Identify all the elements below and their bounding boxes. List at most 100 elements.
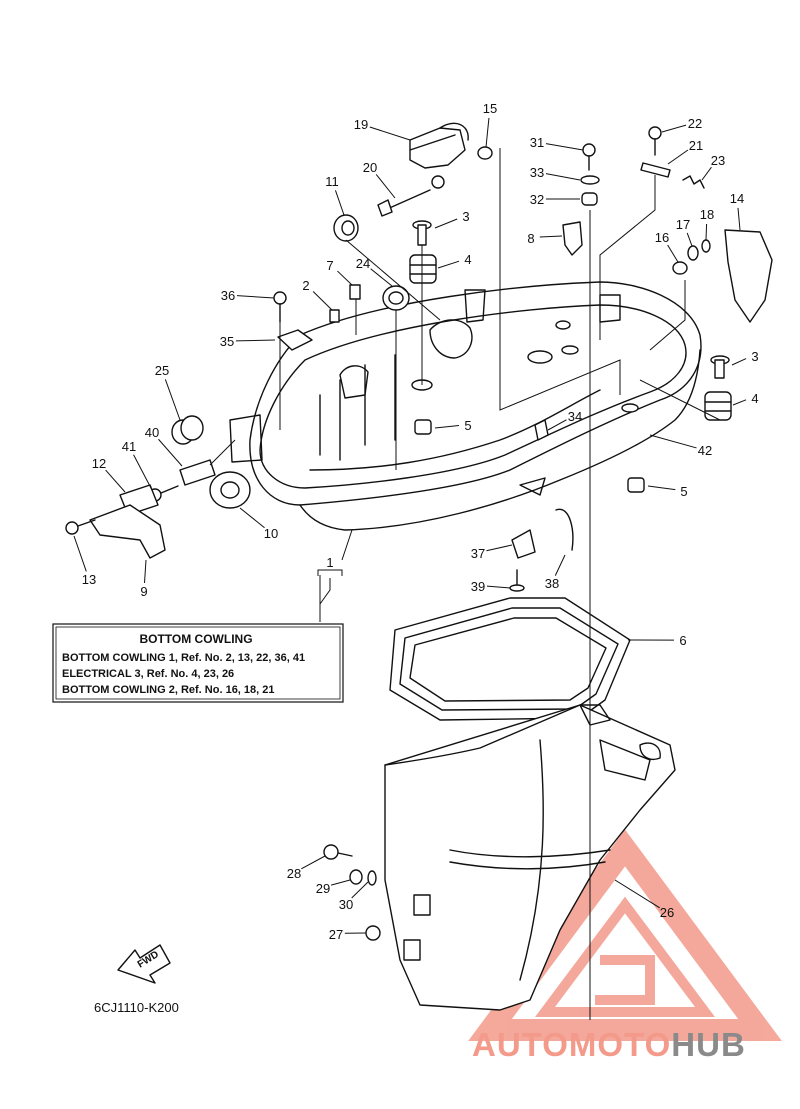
callout-leader-c21 <box>668 150 688 164</box>
collar-32-icon <box>582 193 597 205</box>
washer-29-icon <box>350 870 362 884</box>
spring-23-icon <box>683 176 704 188</box>
callout-label-c25: 25 <box>155 363 169 378</box>
callout-label-c5a: 5 <box>464 418 471 433</box>
callout-label-c28: 28 <box>287 866 301 881</box>
callout-leader-c37 <box>486 545 512 551</box>
callout-leader-c8 <box>540 236 562 237</box>
legend-title: BOTTOM COWLING <box>139 632 252 646</box>
callout-label-c32: 32 <box>530 192 544 207</box>
mount-4b-icon <box>705 392 731 420</box>
callout-leader-c38 <box>555 555 565 576</box>
lever-14-icon <box>725 230 772 322</box>
callout-leader-c28 <box>301 856 325 869</box>
plate-40-icon <box>180 460 215 485</box>
callout-leader-c15 <box>486 118 489 147</box>
bracket-19-part <box>410 123 468 168</box>
callout-leader-c19 <box>370 127 410 140</box>
callout-label-c3a: 3 <box>462 209 469 224</box>
callout-label-c12: 12 <box>92 456 106 471</box>
callout-label-c21: 21 <box>689 138 703 153</box>
legend-line-2: ELECTRICAL 3, Ref. No. 4, 23, 26 <box>62 668 234 680</box>
callout-label-c35: 35 <box>220 334 234 349</box>
bracket-9-icon <box>90 505 165 558</box>
callout-label-c23: 23 <box>711 153 725 168</box>
fitting-2-icon <box>330 310 339 322</box>
callout-leader-c11 <box>335 190 344 215</box>
callout-label-c41: 41 <box>122 439 136 454</box>
grommet-11-icon <box>334 215 358 241</box>
callout-leader-c39 <box>487 586 510 588</box>
callout-leader-c23 <box>702 167 711 180</box>
callout-leader-c7 <box>337 271 352 285</box>
fwd-arrow-icon: FWD <box>118 945 170 983</box>
callout-label-c22: 22 <box>688 116 702 131</box>
callout-label-c33: 33 <box>530 165 544 180</box>
callout-leader-c25 <box>165 379 180 420</box>
legend-line-3: BOTTOM COWLING 2, Ref. No. 16, 18, 21 <box>62 684 275 696</box>
callout-leader-c29 <box>331 880 350 885</box>
callout-label-c6: 6 <box>679 633 686 648</box>
collar-5b-icon <box>628 478 644 492</box>
screw-22-icon <box>649 127 661 155</box>
callout-leader-c3a <box>435 219 457 228</box>
callout-label-c18: 18 <box>700 207 714 222</box>
bolt-28-icon <box>324 845 352 859</box>
bolt-20-icon <box>378 176 444 216</box>
fitting-7-icon <box>350 285 360 299</box>
callout-label-c30: 30 <box>339 897 353 912</box>
callout-leader-c4a <box>438 261 459 268</box>
screw-36-icon <box>274 292 286 322</box>
callout-label-c38: 38 <box>545 576 559 591</box>
callout-leader-c4b <box>733 400 746 405</box>
ring-18-icon <box>702 240 710 252</box>
callout-leader-c16 <box>668 245 678 262</box>
callout-label-c36: 36 <box>221 288 235 303</box>
callout-label-c24: 24 <box>356 256 370 271</box>
cable-38-icon <box>556 509 573 550</box>
watermark-part-2: HUB <box>671 1026 746 1063</box>
callout-label-c31: 31 <box>530 135 544 150</box>
callout-leader-c10 <box>240 508 265 528</box>
callout-label-c4a: 4 <box>464 252 471 267</box>
callout-leader-c35 <box>236 340 275 341</box>
assembly-bracket: 1 <box>318 530 352 622</box>
callout-label-c5b: 5 <box>680 484 687 499</box>
watermark-text: AUTOMOTOHUB <box>472 1026 746 1063</box>
callout-label-c39: 39 <box>471 579 485 594</box>
grommet-15-icon <box>478 147 492 159</box>
callout-label-c27: 27 <box>329 927 343 942</box>
callout-leader-c5b <box>648 486 675 490</box>
callout-leader-c13 <box>74 536 86 571</box>
callout-label-c34: 34 <box>568 409 582 424</box>
callout-leader-c24 <box>371 269 392 286</box>
callout-label-c29: 29 <box>316 881 330 896</box>
callout-leader-c36 <box>237 296 274 298</box>
callout-label-c19: 19 <box>354 117 368 132</box>
grommet-24-icon <box>383 286 409 310</box>
washer-30-icon <box>368 871 376 885</box>
callout-leader-c14 <box>738 208 740 230</box>
callout-leader-c12 <box>106 470 125 492</box>
callout-label-c17: 17 <box>676 217 690 232</box>
callout-leader-c9 <box>144 560 146 583</box>
mount-25-icon <box>172 416 203 444</box>
callout-leader-c22 <box>662 125 686 132</box>
callout-leader-c2 <box>313 291 332 310</box>
mount-4a-icon <box>410 255 436 283</box>
callout-label-c8: 8 <box>527 231 534 246</box>
washer-33-icon <box>581 176 599 184</box>
callout-leader-c17 <box>687 233 692 246</box>
bolt-3a-icon <box>413 221 431 245</box>
callout-leader-c42 <box>650 435 697 448</box>
callout-label-c3b: 3 <box>751 349 758 364</box>
callout-label-c10: 10 <box>264 526 278 541</box>
gasket-part <box>390 598 630 720</box>
diagram-code: 6CJ1110-K200 <box>94 1000 179 1015</box>
callout-label-c42: 42 <box>698 443 712 458</box>
assembly-ref-label: 1 <box>326 555 333 570</box>
callout-label-c37: 37 <box>471 546 485 561</box>
collar-5a-icon <box>415 420 431 434</box>
grommet-10-icon <box>210 472 250 508</box>
